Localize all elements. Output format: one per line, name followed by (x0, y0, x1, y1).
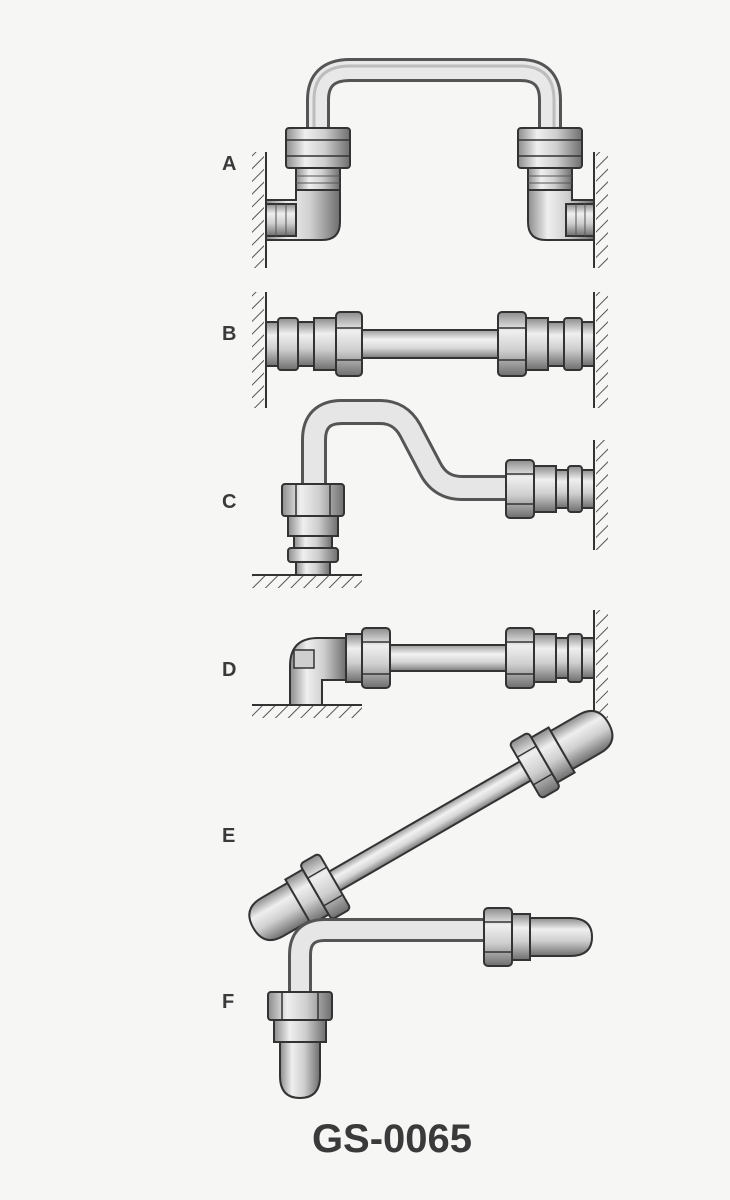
floor-c (252, 574, 362, 588)
fitting-bottom-f (267, 991, 333, 1100)
wall-right-b (593, 292, 608, 408)
wall-right-c (593, 440, 608, 550)
fitting-left-b (265, 311, 363, 377)
row-label-a: A (222, 153, 236, 175)
elbow-left-a (265, 189, 341, 241)
nut-left-a (285, 127, 351, 191)
figure-code: GS-0065 (312, 1117, 472, 1161)
fitting-bottom-c (281, 483, 345, 576)
floor-d (252, 704, 362, 718)
fitting-right-b (497, 311, 595, 377)
diagonal-tube-assembly (248, 709, 614, 942)
elbow-d (289, 627, 391, 706)
u-tube (306, 58, 562, 132)
fitting-right-d (505, 627, 595, 689)
row-d: D (222, 610, 608, 718)
row-label-e: E (222, 825, 235, 847)
row-e: E (222, 709, 614, 942)
l-tube (288, 918, 488, 995)
straight-tube (359, 329, 501, 359)
straight-tube (387, 644, 511, 672)
row-label-b: B (222, 323, 236, 345)
nut-right-a (517, 127, 583, 191)
row-label-f: F (222, 991, 234, 1013)
row-label-c: C (222, 491, 236, 513)
wall-left-b (252, 292, 267, 408)
row-b: B (222, 292, 608, 408)
row-c: C (222, 399, 608, 588)
row-label-d: D (222, 659, 236, 681)
fitting-right-c (505, 459, 595, 519)
wall-right-d (593, 610, 608, 718)
wall-right-a (593, 152, 608, 268)
wall-left-a (252, 152, 267, 268)
row-f: F (222, 907, 594, 1100)
fitting-right-f (483, 907, 594, 967)
row-a: A (222, 58, 608, 268)
elbow-right-a (527, 189, 595, 241)
